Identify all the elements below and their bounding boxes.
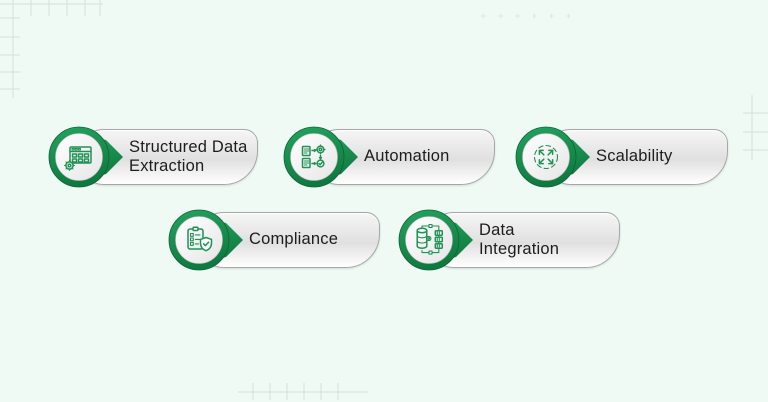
compliance-icon [168,208,248,272]
ruler-bottom-center [238,383,368,400]
badge-structured-data-extraction: Structured Data Extraction [48,125,258,189]
badge-label: Automation [364,147,450,166]
badge-compliance: Compliance [168,208,380,272]
badge-label: Compliance [249,230,339,249]
badge-data-integration: Data Integration [398,208,620,272]
badge-label: Structured Data Extraction [129,137,248,175]
badge-label: Scalability [596,147,673,166]
data-integration-icon [398,208,478,272]
scalability-icon [515,125,595,189]
plus-marks-row [481,13,571,19]
structured-data-extraction-icon [48,125,128,189]
badge-automation: Automation [283,125,495,189]
badge-scalability: Scalability [515,125,728,189]
automation-icon [283,125,363,189]
ruler-right-edge [743,95,768,160]
ruler-top-left [0,0,103,98]
badge-label: Data Integration [479,220,560,258]
